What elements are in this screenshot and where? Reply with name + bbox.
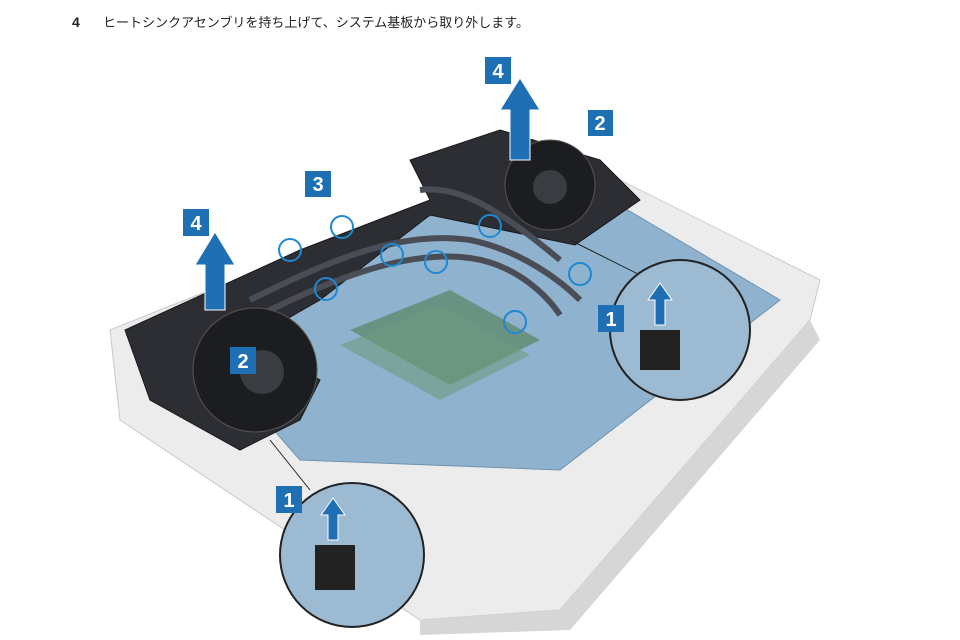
arrow-icon — [647, 282, 673, 326]
callout-3: 3 — [305, 171, 331, 197]
callout-1-right: 1 — [598, 305, 624, 332]
screw-highlights — [278, 214, 592, 334]
connector — [315, 545, 355, 590]
callout-4-top: 4 — [485, 57, 511, 84]
leader-line — [269, 439, 311, 491]
step-text: ヒートシンクアセンブリを持ち上げて、システム基板から取り外します。 — [103, 16, 530, 31]
arrow-icon — [320, 497, 346, 541]
svg-text:4: 4 — [492, 61, 504, 83]
callout-2-top: 2 — [588, 110, 613, 136]
fan-hub — [533, 170, 567, 204]
lift-arrow — [499, 77, 541, 161]
svg-text:1: 1 — [605, 309, 616, 331]
lift-arrow — [194, 231, 236, 311]
heat-pipe — [258, 253, 563, 318]
callout-2-left: 2 — [230, 347, 256, 374]
chassis-edge — [420, 320, 820, 635]
heat-pipe — [248, 235, 583, 303]
connector — [640, 330, 680, 370]
svg-text:1: 1 — [283, 490, 294, 512]
svg-text:3: 3 — [312, 174, 323, 196]
leader-line — [569, 239, 641, 276]
svg-text:4: 4 — [190, 213, 202, 235]
svg-text:2: 2 — [594, 113, 605, 135]
memory-module — [340, 305, 530, 400]
callout-4-left: 4 — [183, 209, 209, 236]
step-instruction: 4 ヒートシンクアセンブリを持ち上げて、システム基板から取り外します。 — [72, 12, 530, 32]
heat-pipe — [419, 186, 562, 263]
callout-1-bottom: 1 — [276, 486, 302, 513]
svg-text:2: 2 — [237, 351, 248, 373]
step-number: 4 — [72, 13, 80, 30]
